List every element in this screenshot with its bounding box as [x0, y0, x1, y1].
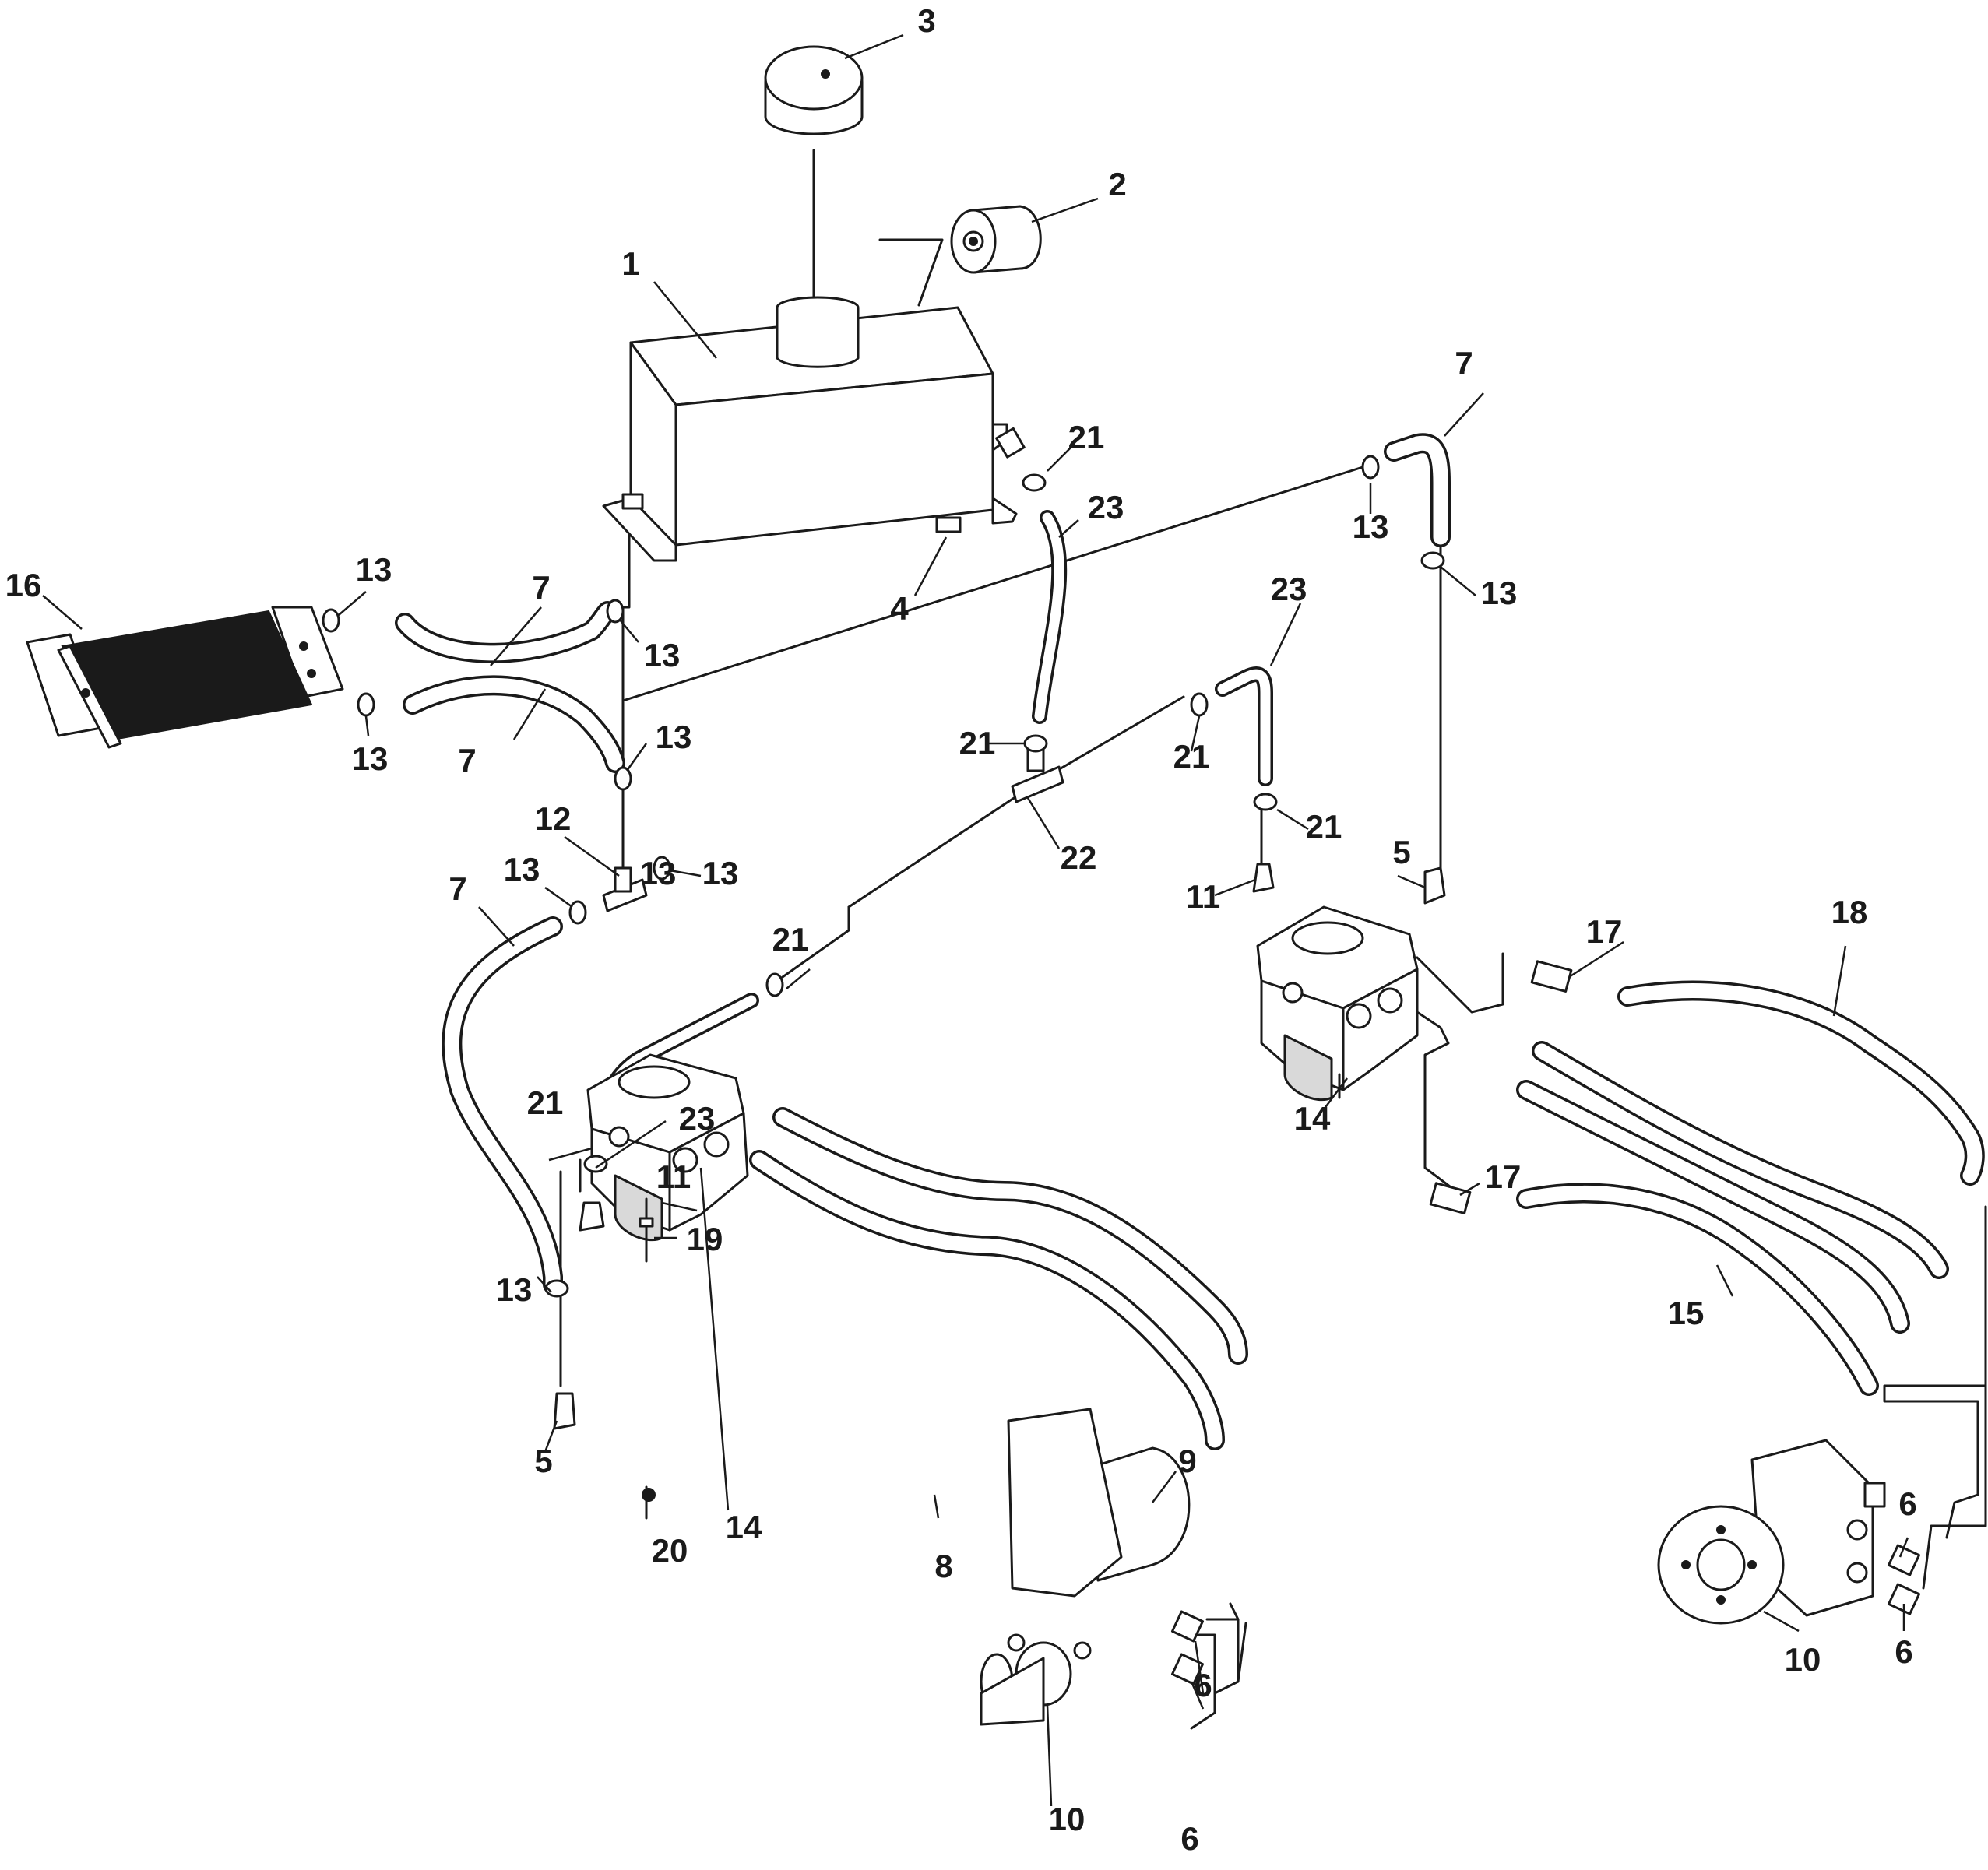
hydraulic-pump-right [1256, 905, 1419, 1102]
callout-13: 13 [356, 551, 392, 588]
callout-6: 6 [1194, 1667, 1212, 1703]
callout-7: 7 [458, 742, 476, 779]
callout-9: 9 [1178, 1443, 1196, 1479]
callout-22: 22 [1061, 839, 1097, 876]
callout-13: 13 [352, 740, 389, 777]
callout-13: 13 [1481, 575, 1518, 611]
callout-5: 5 [1392, 834, 1410, 870]
callout-15: 15 [1668, 1295, 1705, 1331]
callout-13: 13 [1353, 508, 1389, 545]
callout-6: 6 [1898, 1485, 1916, 1522]
callout-5: 5 [534, 1443, 552, 1479]
callout-2: 2 [1108, 166, 1126, 202]
callout-labels: 3 2 1 21 23 7 13 13 16 13 7 13 4 23 13 7… [5, 2, 1917, 1857]
callout-17: 17 [1485, 1158, 1522, 1195]
callout-21: 21 [1173, 738, 1210, 775]
callout-23: 23 [679, 1100, 716, 1137]
callout-21: 21 [1306, 808, 1342, 845]
wheel-motor-left [980, 1408, 1191, 1726]
callout-13: 13 [504, 851, 540, 888]
callout-21: 21 [1068, 419, 1105, 455]
callout-13: 13 [702, 855, 739, 891]
callout-12: 12 [535, 800, 572, 837]
hydraulic-tank [602, 296, 1026, 562]
callout-18: 18 [1831, 894, 1868, 930]
callout-14: 14 [1294, 1100, 1331, 1137]
callout-21: 21 [772, 921, 809, 958]
callout-20: 20 [652, 1532, 688, 1569]
callout-23: 23 [1271, 571, 1307, 607]
callout-13: 13 [644, 637, 681, 673]
callout-1: 1 [621, 245, 639, 282]
hydraulic-filter [950, 205, 1042, 274]
callout-4: 4 [890, 590, 909, 627]
callout-14: 14 [726, 1509, 762, 1545]
callout-23: 23 [1088, 489, 1124, 525]
hoses [395, 433, 1985, 1450]
callout-13: 13 [656, 719, 692, 755]
tank-cap [764, 45, 864, 135]
callout-21: 21 [527, 1084, 564, 1121]
callout-7: 7 [532, 569, 550, 606]
callout-11: 11 [1186, 878, 1220, 915]
hydraulic-pump-left [586, 1053, 749, 1242]
callout-13: 13 [496, 1271, 533, 1308]
callout-19: 19 [687, 1221, 723, 1257]
callout-11: 11 [656, 1158, 691, 1195]
callout-17: 17 [1586, 913, 1623, 950]
callout-13: 13 [640, 855, 677, 891]
callout-6: 6 [1180, 1820, 1198, 1857]
callout-3: 3 [917, 2, 935, 39]
callout-7: 7 [449, 870, 466, 907]
callout-10: 10 [1785, 1641, 1821, 1678]
callout-7: 7 [1455, 345, 1473, 381]
callout-10: 10 [1049, 1801, 1085, 1837]
callout-6: 6 [1895, 1633, 1912, 1670]
oil-cooler [26, 606, 344, 749]
wheel-motor-right [1657, 1439, 1886, 1625]
leader-lines [42, 33, 1909, 1807]
callout-8: 8 [934, 1548, 952, 1584]
fittings [322, 455, 1921, 1685]
callout-16: 16 [5, 567, 42, 603]
callout-21: 21 [959, 725, 996, 761]
